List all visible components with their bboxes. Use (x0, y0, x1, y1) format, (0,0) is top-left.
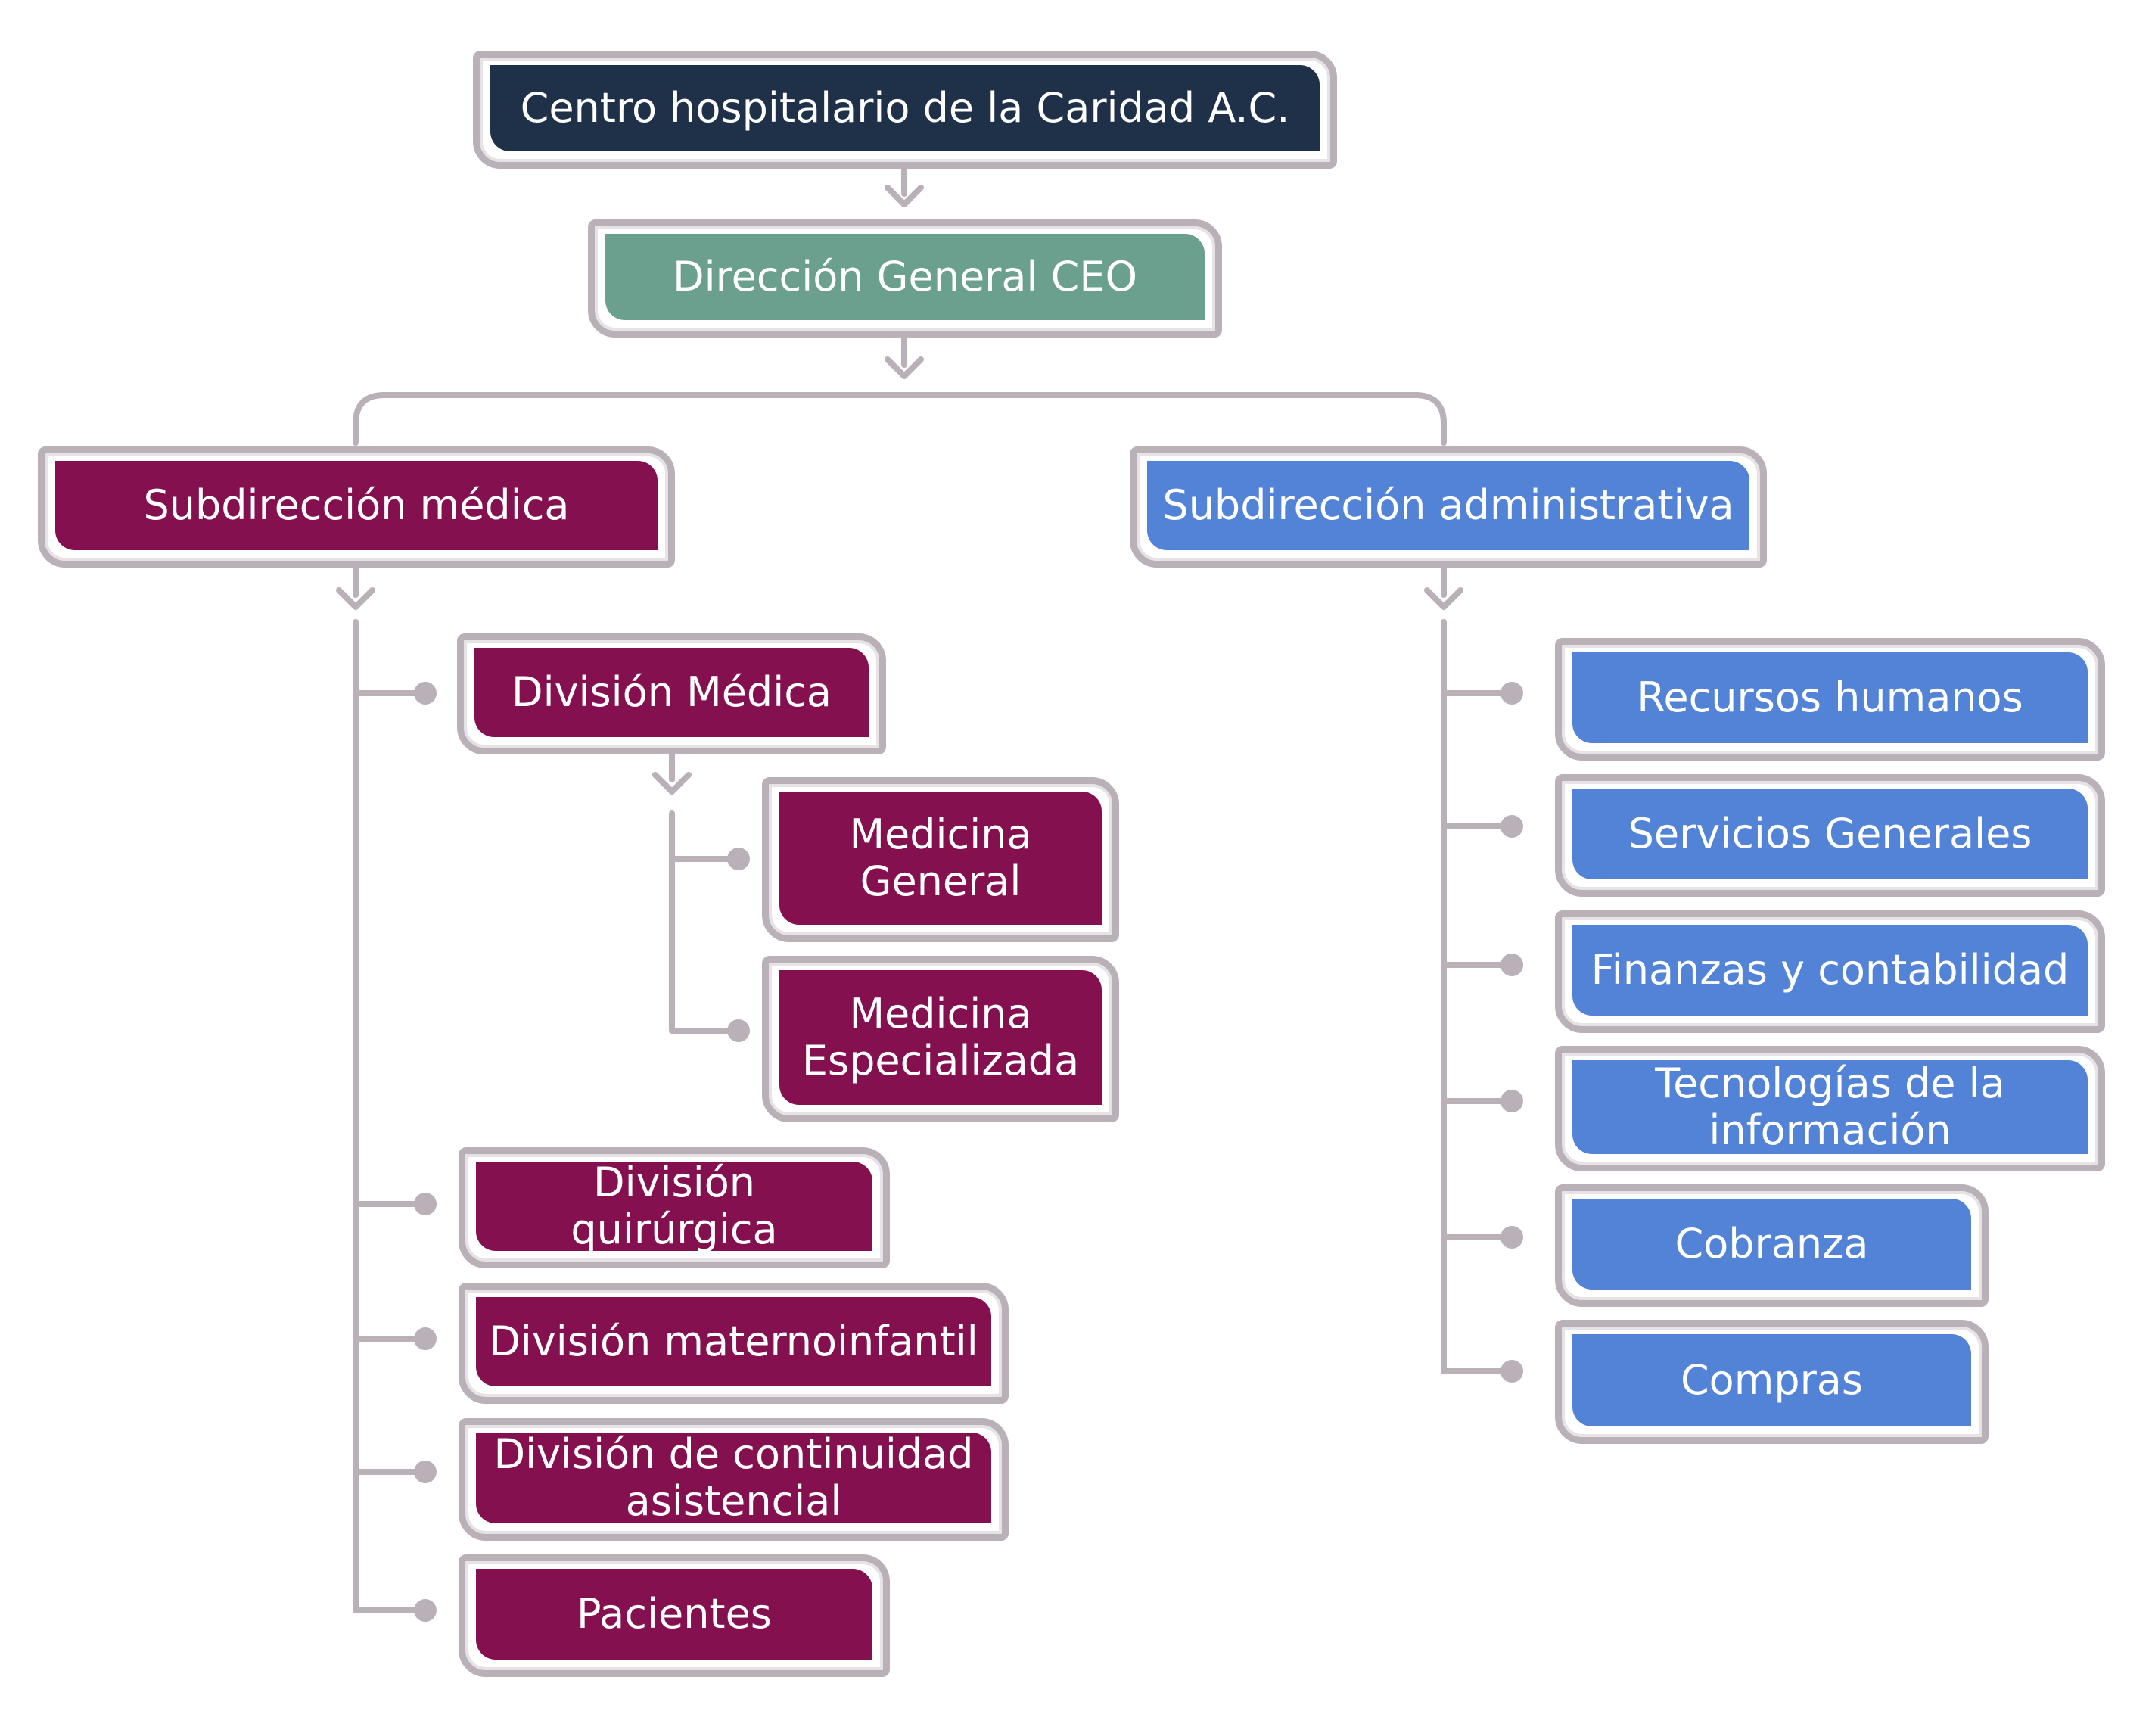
division-quirurgica-node: División quirúrgica (459, 1147, 890, 1268)
pacientes-body: Pacientes (476, 1569, 872, 1660)
admin-subdirection-body: Subdirección administrativa (1147, 461, 1749, 550)
medical-trunk (353, 619, 428, 1613)
root-node-body: Centro hospitalario de la Caridad A.C. (490, 65, 1320, 151)
recursos-humanos-node: Recursos humanos (1555, 638, 2105, 761)
admin-branches (1441, 690, 1515, 1240)
cobranza-node: Cobranza (1555, 1184, 1989, 1307)
division-medica-label: División Médica (512, 668, 832, 716)
ceo-node-body: Dirección General CEO (605, 234, 1205, 320)
recursos-humanos-body: Recursos humanos (1572, 652, 2088, 743)
cobranza-body: Cobranza (1572, 1199, 1971, 1290)
division-medica-node: División Médica (457, 633, 886, 754)
admin-subdirection-label: Subdirección administrativa (1162, 481, 1734, 529)
tecnologias-node: Tecnologías de la información (1555, 1046, 2105, 1171)
chevron-down-icon (1424, 587, 1463, 610)
pacientes-label: Pacientes (577, 1590, 772, 1638)
root-label: Centro hospitalario de la Caridad A.C. (520, 84, 1290, 132)
admin-trunk (1441, 619, 1515, 1374)
medical-subdirection-label: Subdirección médica (143, 481, 570, 529)
medicina-general-node: Medicina General (762, 777, 1119, 942)
connector-dots (414, 682, 1523, 1622)
chevron-down-icon (885, 185, 924, 207)
division-medica-body: División Médica (474, 648, 869, 737)
servicios-generales-body: Servicios Generales (1572, 789, 2088, 879)
pacientes-node: Pacientes (459, 1554, 890, 1677)
servicios-generales-node: Servicios Generales (1555, 774, 2105, 897)
division-medica-trunk (669, 810, 742, 1034)
recursos-humanos-label: Recursos humanos (1637, 674, 2023, 721)
root-node: Centro hospitalario de la Caridad A.C. (473, 51, 1337, 169)
division-continuidad-body: División de continuidad asistencial (476, 1430, 991, 1525)
tecnologias-body: Tecnologías de la información (1572, 1060, 2088, 1154)
medical-branches (353, 690, 428, 1475)
connector-split-bar (353, 392, 1447, 446)
finanzas-label: Finanzas y contabilidad (1591, 946, 2070, 994)
compras-body: Compras (1572, 1334, 1971, 1426)
ceo-label: Dirección General CEO (673, 253, 1137, 300)
ceo-node: Dirección General CEO (588, 219, 1222, 338)
division-quirurgica-label: División quirúrgica (571, 1159, 778, 1253)
compras-label: Compras (1680, 1356, 1864, 1404)
division-maternoinfantil-node: División maternoinfantil (459, 1283, 1009, 1404)
division-continuidad-label: División de continuidad asistencial (493, 1430, 974, 1525)
chevron-down-icon (652, 772, 692, 795)
chevron-down-icon (336, 587, 375, 610)
medical-subdirection-body: Subdirección médica (55, 461, 658, 550)
finanzas-body: Finanzas y contabilidad (1572, 925, 2088, 1016)
medical-subdirection-node: Subdirección médica (38, 446, 675, 568)
medicina-general-label: Medicina General (849, 810, 1032, 905)
admin-subdirection-node: Subdirección administrativa (1130, 446, 1767, 568)
finanzas-node: Finanzas y contabilidad (1555, 910, 2105, 1033)
division-continuidad-node: División de continuidad asistencial (459, 1418, 1009, 1541)
servicios-generales-label: Servicios Generales (1628, 810, 2032, 857)
compras-node: Compras (1555, 1320, 1989, 1444)
medicina-especializada-body: Medicina Especializada (779, 970, 1102, 1105)
division-maternoinfantil-body: División maternoinfantil (476, 1297, 991, 1386)
division-maternoinfantil-label: División maternoinfantil (489, 1318, 978, 1365)
cobranza-label: Cobranza (1675, 1220, 1869, 1268)
tecnologias-label: Tecnologías de la información (1655, 1059, 2005, 1154)
medicina-general-body: Medicina General (779, 792, 1102, 925)
chevron-down-icon (885, 356, 924, 379)
medicina-especializada-node: Medicina Especializada (762, 956, 1119, 1122)
division-quirurgica-body: División quirúrgica (476, 1159, 872, 1253)
medicina-especializada-label: Medicina Especializada (801, 990, 1080, 1084)
